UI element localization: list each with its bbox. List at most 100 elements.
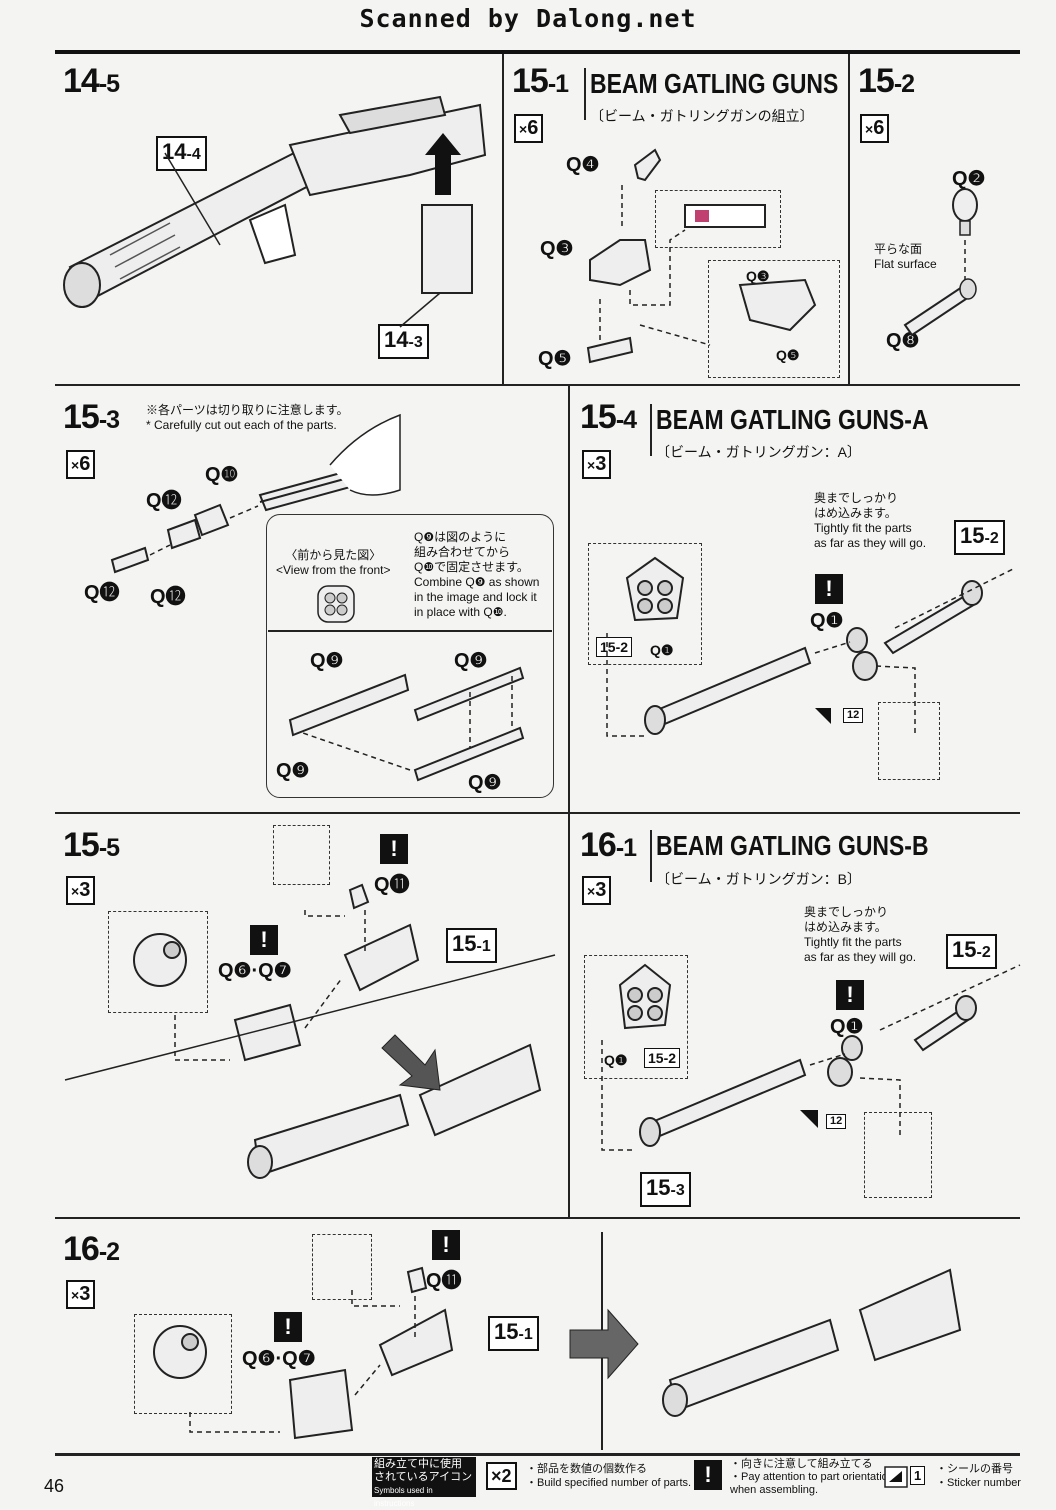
part-label-q1: Q❶ <box>650 642 674 658</box>
step-number: 15-1 <box>512 62 569 100</box>
q9-combine-illustration <box>288 666 525 782</box>
pin-illustration <box>903 188 978 337</box>
quantity-badge: ×3 <box>66 876 96 905</box>
scan-watermark: Scanned by Dalong.net <box>359 4 697 33</box>
step-number: 16-2 <box>63 1230 120 1268</box>
detail-box <box>588 543 702 665</box>
top-rule <box>55 50 1020 54</box>
part-label-q2: Q❷ <box>952 168 986 190</box>
bazooka-illustration <box>63 95 487 328</box>
step-title: BEAM GATLING GUNS-B <box>656 830 929 861</box>
detail-box <box>312 1234 372 1300</box>
title-bar <box>650 830 652 882</box>
front-view-caption: 〈前から見た図〉<View from the front> <box>276 548 391 577</box>
quantity-badge: ×6 <box>514 114 544 143</box>
part-label-q9: Q❾ <box>276 760 310 782</box>
step-title: BEAM GATLING GUNS <box>590 68 839 99</box>
part-label-q3: Q❸ <box>540 238 574 260</box>
step-number: 16-1 <box>580 826 637 864</box>
part-label-q3-detail: Q❸ <box>746 268 770 284</box>
gatling-assembly-illustration <box>586 148 817 364</box>
part-label-q12: Q⓬ <box>84 582 120 604</box>
caution-icon: ! <box>432 1230 460 1260</box>
sticker-icon <box>884 1466 908 1488</box>
page-number: 46 <box>44 1476 65 1496</box>
footer-caution-icon: ! <box>694 1460 722 1490</box>
step-title: BEAM GATLING GUNS-A <box>656 404 929 435</box>
gatling-b-mount-illustration <box>153 1266 962 1440</box>
gatling-mount-illustration <box>64 883 556 1179</box>
part-ref-small: 15-2 <box>644 1048 681 1068</box>
detail-box <box>273 825 330 885</box>
part-ref-15-2: 15-2 <box>954 520 1005 555</box>
part-label-q9: Q❾ <box>468 772 502 794</box>
detail-box <box>134 1314 232 1414</box>
gatling-a-illustration <box>606 556 1016 737</box>
part-label-q12: Q⓬ <box>150 586 186 608</box>
title-bar <box>650 404 652 456</box>
detail-box <box>584 955 688 1079</box>
step-title-jp: 〔ビーム・ガトリングガンの組立〕 <box>590 108 814 124</box>
detail-box-top <box>655 190 781 248</box>
sticker-number: 12 <box>843 708 864 723</box>
gatling-b-illustration <box>601 963 1021 1151</box>
caution-icon: ! <box>815 574 843 604</box>
caution-icon: ! <box>274 1312 302 1342</box>
part-ref-15-1: 15-1 <box>488 1316 539 1351</box>
title-bar <box>584 68 586 120</box>
part-label-q8: Q❽ <box>886 330 920 352</box>
detail-box-sticker <box>878 702 940 780</box>
part-ref-14-3: 14-3 <box>378 324 429 359</box>
part-label-q4: Q❹ <box>566 154 600 176</box>
part-label-q11: Q⓫ <box>374 874 410 896</box>
step-title-jp: 〔ビーム・ガトリングガン：B〕 <box>656 871 861 887</box>
quantity-badge: ×6 <box>66 450 96 479</box>
footer-rule <box>55 1453 1020 1456</box>
step-number: 15-2 <box>858 62 915 100</box>
callout-divider <box>268 630 552 632</box>
footer-sticker-number: 1 <box>910 1466 926 1485</box>
quantity-badge: ×3 <box>582 876 612 905</box>
step-title-jp: 〔ビーム・ガトリングガン：A〕 <box>656 444 861 460</box>
col-divider-a <box>502 54 504 384</box>
row-divider-3 <box>55 1217 1020 1219</box>
detail-box-bottom <box>708 260 840 378</box>
row-divider-1 <box>55 384 1020 386</box>
part-label-q1: Q❶ <box>604 1052 628 1068</box>
col-divider-b <box>848 54 850 384</box>
part-ref-15-2: 15-2 <box>946 934 997 969</box>
quantity-badge: ×3 <box>66 1280 96 1309</box>
step-number: 15-4 <box>580 398 637 436</box>
part-label-q6-q7: Q❻·Q❼ <box>218 960 292 982</box>
part-label-q6-q7: Q❻·Q❼ <box>242 1348 316 1370</box>
part-label-q10: Q❿ <box>205 464 239 486</box>
footer-sticker-note: ・シールの番号・Sticker number <box>936 1463 1021 1489</box>
sticker-number: 12 <box>826 1114 847 1129</box>
front-view-icon <box>317 585 355 623</box>
step-number: 15-3 <box>63 398 120 436</box>
quantity-badge: ×6 <box>860 114 890 143</box>
caution-note: ※各パーツは切り取りに注意します。* Carefully cut out eac… <box>146 403 349 432</box>
barrel-assembly-illustration <box>110 413 401 574</box>
part-ref-15-3: 15-3 <box>640 1172 691 1207</box>
detail-callout <box>266 514 554 798</box>
col-divider-c <box>568 386 570 1217</box>
part-label-q5: Q❺ <box>538 348 572 370</box>
caution-icon: ! <box>250 925 278 955</box>
row-divider-2 <box>55 812 1020 814</box>
caution-icon: ! <box>836 980 864 1010</box>
part-label-q9: Q❾ <box>310 650 344 672</box>
footer-legend-title: 組み立て中に使用されているアイコン Symbols used in instru… <box>372 1457 476 1508</box>
part-label-q1: Q❶ <box>830 1016 864 1038</box>
footer-quantity-note: ・部品を数値の個数作る・Build specified number of pa… <box>526 1463 692 1489</box>
part-label-q12: Q⓬ <box>146 490 182 512</box>
part-label-q1: Q❶ <box>810 610 844 632</box>
detail-box-sticker <box>864 1112 932 1198</box>
quantity-badge: ×3 <box>582 450 612 479</box>
footer-caution-note: ・向きに注意して組み立てる・Pay attention to part orie… <box>730 1458 894 1496</box>
step-number: 14-5 <box>63 62 120 100</box>
caution-icon: ! <box>380 834 408 864</box>
